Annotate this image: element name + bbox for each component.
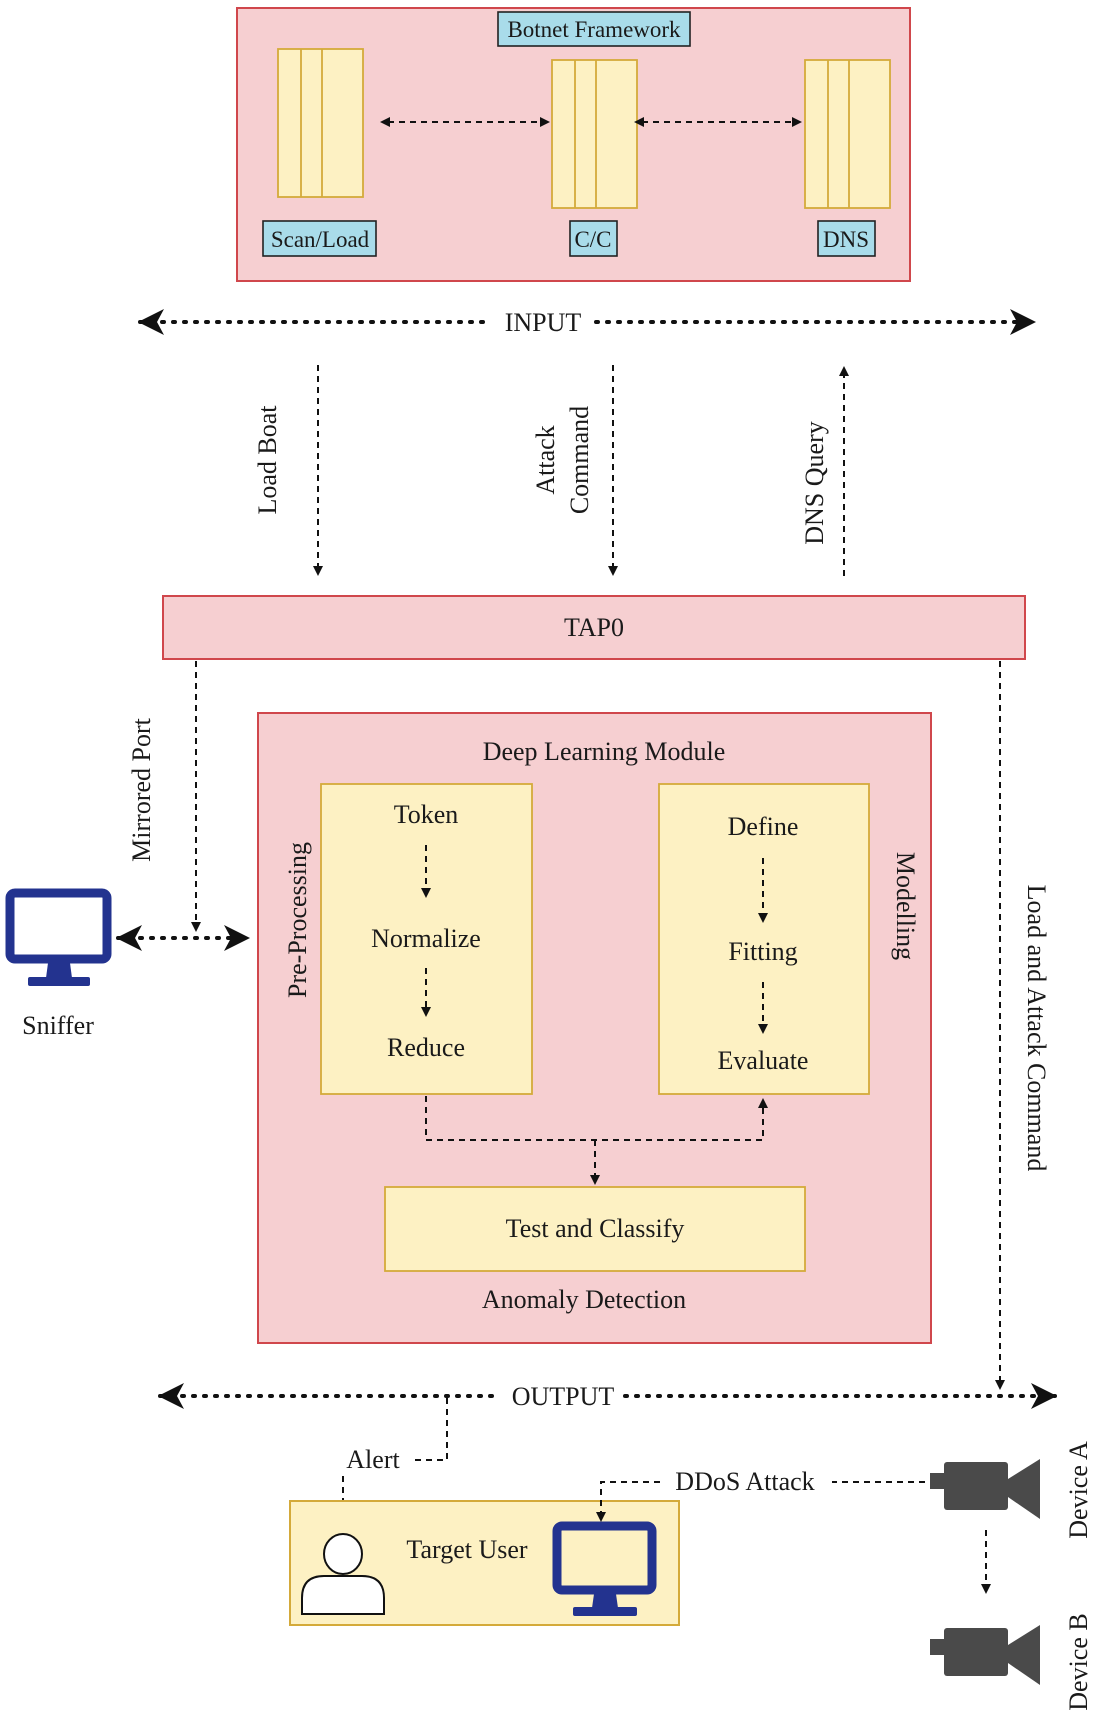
device-a-label: Device A	[1064, 1441, 1093, 1539]
device-b-camera-icon	[930, 1625, 1040, 1685]
cc-label: C/C	[574, 227, 611, 252]
dl-module-title: Deep Learning Module	[483, 737, 726, 766]
preprocessing-label: Pre-Processing	[283, 842, 312, 998]
sniffer-label: Sniffer	[22, 1011, 94, 1040]
output-label: OUTPUT	[512, 1382, 615, 1411]
botnet-title: Botnet Framework	[507, 17, 681, 42]
tap0-label: TAP0	[564, 613, 624, 642]
anomaly-detection-label: Anomaly Detection	[482, 1285, 686, 1314]
target-monitor-icon	[552, 1521, 657, 1616]
step-normalize: Normalize	[371, 924, 481, 953]
dns-label-box	[817, 220, 876, 257]
cc-rack	[551, 59, 638, 209]
botnet-title-box	[497, 11, 691, 47]
attack-label: Attack	[531, 425, 560, 494]
modelling-box	[658, 783, 870, 1095]
device-b-label: Device B	[1064, 1613, 1093, 1710]
mirrored-port-label: Mirrored Port	[127, 717, 156, 861]
modelling-label: Modelling	[891, 852, 920, 960]
step-define: Define	[728, 812, 799, 841]
step-token: Token	[394, 800, 459, 829]
load-attack-label: Load and Attack Command	[1022, 885, 1051, 1172]
step-reduce: Reduce	[387, 1033, 465, 1062]
user-icon	[301, 1533, 385, 1615]
preprocessing-box	[320, 783, 533, 1095]
scan-load-label: Scan/Load	[271, 227, 370, 252]
alert-line-upper	[410, 1398, 448, 1461]
scan-load-label-box	[262, 220, 377, 257]
ddos-arrow	[596, 1481, 660, 1522]
device-a-camera-icon	[930, 1459, 1040, 1519]
alert-label: Alert	[346, 1445, 400, 1474]
deep-learning-module: Deep Learning Module Pre-Processing Mode…	[257, 712, 932, 1344]
botnet-framework-panel: Botnet Framework Scan/Load C/C DNS	[236, 7, 911, 282]
step-evaluate: Evaluate	[718, 1046, 809, 1075]
target-user-label: Target User	[406, 1535, 527, 1564]
dns-query-label: DNS Query	[800, 421, 829, 545]
dns-rack	[804, 59, 891, 209]
dns-label: DNS	[823, 227, 869, 252]
input-label: INPUT	[505, 308, 582, 337]
command-label: Command	[565, 406, 594, 514]
step-fitting: Fitting	[728, 937, 797, 966]
tap0-box	[162, 595, 1026, 660]
test-classify-box	[384, 1186, 806, 1272]
test-classify-label: Test and Classify	[506, 1214, 685, 1243]
load-boat-label: Load Boat	[253, 405, 282, 515]
cc-label-box	[569, 220, 618, 257]
scan-load-rack	[277, 48, 364, 198]
sniffer-monitor-icon	[5, 888, 112, 986]
ddos-label: DDoS Attack	[675, 1467, 814, 1496]
